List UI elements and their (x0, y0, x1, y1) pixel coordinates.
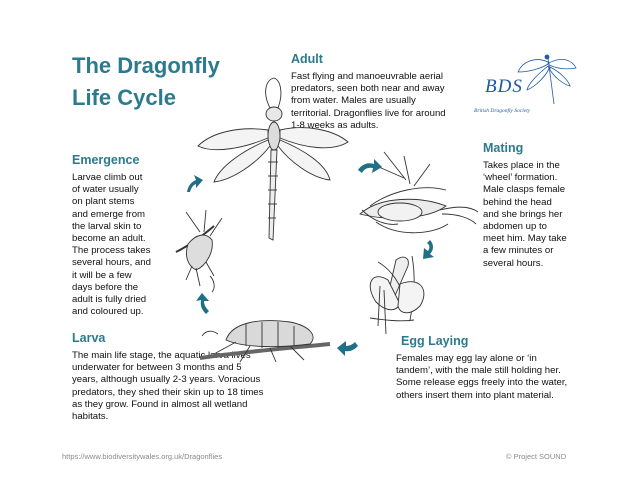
emergence-line: and coloured up. (72, 306, 144, 318)
mating-line: Takes place in the (483, 160, 560, 171)
title-line-2: Life Cycle (72, 85, 176, 110)
infographic-panel: The Dragonfly Life Cycle Adult Fast flyi… (62, 38, 580, 430)
emergence-heading: Emergence (72, 153, 140, 167)
mating-heading: Mating (483, 141, 524, 155)
mating-line: meet him. May take (483, 233, 567, 245)
emergence-line: the larval skin to (72, 220, 142, 232)
larva-line: The main life stage, the aquatic larva l… (72, 350, 251, 361)
bds-dragonfly-logo-icon (517, 54, 577, 105)
emergence-line: it will be a few (72, 269, 132, 281)
adult-line: territorial. Dragonflies live for around (291, 107, 446, 119)
page-title: The Dragonfly Life Cycle (72, 50, 220, 114)
bds-logo-subtitle: British Dragonfly Society (474, 108, 531, 114)
cycle-arrows (187, 159, 434, 356)
arrow-egg-laying-to-larva-icon (337, 341, 358, 356)
adult-line: predators, seen both near and away (291, 83, 445, 95)
emergence-line: become an adult. (72, 233, 146, 245)
emergence-line: of water usually (72, 184, 139, 196)
adult-description: Fast flying and manoeuvrable aerial pred… (291, 71, 446, 132)
arrow-emergence-to-adult-icon (187, 175, 203, 192)
larva-heading: Larva (72, 331, 106, 345)
bds-logo-text: BDS (485, 76, 523, 97)
egg-laying-line: Some release eggs freely into the water, (396, 377, 568, 389)
emergence-line: adult is fully dried (72, 294, 147, 306)
larva-line: as they grow. Found in almost all wetlan… (72, 398, 248, 410)
egg-laying-heading: Egg Laying (401, 334, 469, 348)
mating-line: ‘wheel’ formation. (483, 172, 558, 184)
mating-dragonflies-icon (359, 151, 479, 234)
mating-line: Male clasps female (483, 184, 566, 196)
emergence-line: The process takes (72, 245, 151, 257)
adult-line: Fast flying and manoeuvrable aerial (291, 71, 443, 82)
title-line-1: The Dragonfly (72, 53, 220, 78)
larva-icon (199, 320, 331, 363)
egg-laying-line: tandem’, with the male still holding her… (396, 365, 561, 377)
larva-description: The main life stage, the aquatic larva l… (72, 350, 263, 423)
mating-line: abdomen up to (483, 221, 548, 233)
mating-line: and she brings her (483, 208, 563, 220)
adult-heading: Adult (291, 52, 323, 66)
adult-line: 1-8 weeks as adults. (291, 119, 379, 131)
egg-laying-description: Females may egg lay alone or ‘in tandem’… (396, 353, 567, 402)
emergence-line: Larvae climb out (72, 172, 143, 183)
larva-line: underwater for between 3 months and 5 (72, 362, 242, 374)
egg-laying-line: Females may egg lay alone or ‘in (396, 353, 537, 364)
arrow-larva-to-emergence-icon (196, 293, 209, 314)
emergence-line: several hours, and (72, 257, 151, 269)
emergence-description: Larvae climb out of water usually on pla… (72, 172, 151, 318)
mating-line: behind the head (483, 196, 552, 208)
mating-description: Takes place in the ‘wheel’ formation. Ma… (483, 160, 567, 270)
adult-line: from water. Males are usually (291, 95, 416, 107)
larva-line: years, although usually 2-3 years. Vorac… (72, 374, 261, 386)
egg-laying-dragonflies-icon (369, 255, 425, 335)
larva-line: habitats. (72, 411, 109, 423)
emergence-icon (175, 209, 223, 293)
arrow-mating-to-egg-laying-icon (423, 240, 434, 259)
adult-dragonfly-icon (197, 77, 349, 241)
emergence-line: on plant stems (72, 196, 135, 208)
emergence-line: days before the (72, 281, 139, 293)
emergence-line: and emerge from (72, 208, 146, 220)
egg-laying-line: others insert them into plant material. (396, 389, 554, 401)
mating-line: several hours. (483, 257, 544, 269)
arrow-adult-to-mating-icon (358, 159, 382, 173)
mating-line: a few minutes or (483, 245, 554, 257)
larva-line: predators, they shed their skin up to 18… (72, 386, 264, 398)
credit-text: © Project SOUND (506, 452, 567, 461)
source-url: https://www.biodiversitywales.org.uk/Dra… (62, 452, 223, 461)
